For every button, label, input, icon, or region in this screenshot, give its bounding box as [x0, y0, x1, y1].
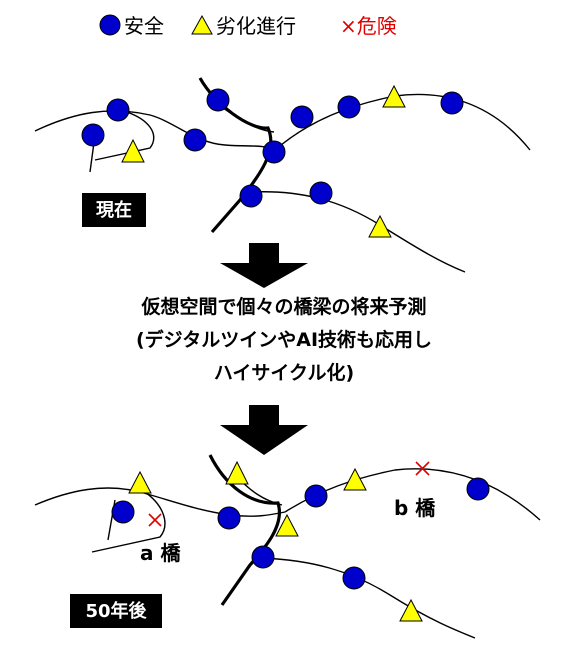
bridge-b-label: b 橋 [394, 496, 436, 520]
road-line [94, 109, 155, 161]
current-tag [82, 193, 146, 227]
safe-bridge-marker [217, 506, 241, 530]
safe-bridge-marker [440, 91, 464, 115]
caption-line-3: ハイサイクル化) [214, 361, 354, 384]
danger-bridge-marker-a [148, 513, 162, 527]
future-network: a 橋 b 橋 50年後 [34, 454, 541, 639]
current-network: 現在 [34, 77, 531, 273]
legend-safe-label: 安全 [124, 14, 164, 38]
safe-bridge-marker [81, 123, 105, 147]
safe-bridge-marker [106, 98, 130, 122]
caption-line-2: (デジタルツインやAI技術も応用し [136, 328, 432, 351]
legend-degradation-icon [191, 14, 213, 35]
degradation-bridge-marker [128, 470, 152, 494]
safe-bridge-marker [309, 181, 333, 205]
safe-bridge-marker [251, 545, 275, 569]
danger-bridge-marker-b [415, 461, 430, 476]
safe-bridge-marker [183, 128, 207, 152]
caption: 仮想空間で個々の橋梁の将来予測 (デジタルツインやAI技術も応用し ハイサイクル… [136, 295, 432, 384]
safe-bridge-marker [239, 184, 263, 208]
road-line [91, 489, 166, 553]
safe-bridge-marker [111, 500, 135, 524]
degradation-bridge-marker [382, 84, 406, 108]
legend-safe-icon [99, 14, 121, 36]
degradation-bridge-marker [399, 598, 423, 622]
road-line [34, 110, 276, 151]
degradation-bridge-marker [343, 467, 367, 491]
legend-degradation-label: 劣化進行 [216, 14, 296, 38]
degradation-bridge-marker [368, 214, 392, 238]
degradation-bridge-marker [121, 138, 145, 163]
safe-bridge-marker [466, 477, 490, 501]
current-tag-text: 現在 [96, 199, 132, 221]
down-arrow-1 [220, 243, 308, 288]
degradation-bridge-marker [275, 513, 299, 537]
road-line [34, 487, 286, 517]
safe-bridge-marker [290, 105, 314, 129]
caption-line-1: 仮想空間で個々の橋梁の将来予測 [140, 295, 426, 318]
future-tag [70, 594, 162, 628]
degradation-bridge-marker [225, 460, 249, 485]
down-arrow-2 [220, 405, 308, 455]
bridge-a-label: a 橋 [140, 541, 181, 565]
future-tag-text: 50年後 [85, 600, 147, 622]
safe-bridge-marker [206, 88, 230, 112]
safe-bridge-marker [337, 95, 361, 119]
road-line [251, 191, 466, 273]
safe-bridge-marker [262, 140, 286, 164]
road-line [261, 557, 476, 639]
legend-danger-label: ×危険 [340, 14, 397, 38]
safe-bridge-marker [304, 484, 328, 508]
legend: 安全 劣化進行 ×危険 [99, 14, 397, 38]
safe-bridge-marker [342, 566, 366, 590]
